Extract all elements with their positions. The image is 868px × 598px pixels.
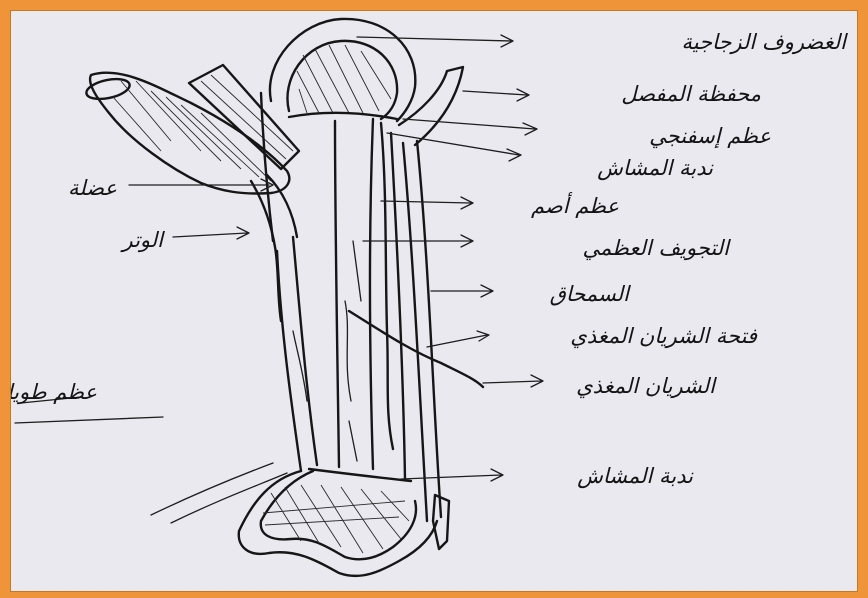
diagram-sheet: الغضروف الزجاجية محفظة المفصل عظم إسفنجي… bbox=[10, 10, 858, 592]
bone-condyle bbox=[239, 469, 449, 576]
label-spongy-bone: عظم إسفنجي bbox=[649, 124, 771, 149]
label-articular-cartilage: الغضروف الزجاجية bbox=[681, 30, 848, 55]
tendon bbox=[151, 175, 297, 523]
bone-diagram: الغضروف الزجاجية محفظة المفصل عظم إسفنجي… bbox=[11, 11, 857, 591]
label-muscle: عضلة bbox=[68, 176, 117, 200]
label-epiphyseal-plate-bottom: ندبة المشاش bbox=[577, 464, 694, 489]
epiphyseal-line-bottom bbox=[309, 469, 411, 481]
label-epiphyseal-plate-top: ندبة المشاش bbox=[597, 156, 714, 181]
bone-head bbox=[270, 19, 415, 121]
label-compact-bone: عظم أصم bbox=[531, 192, 619, 219]
label-periosteum: السمحاق bbox=[550, 282, 632, 306]
label-nutrient-artery: الشريان المغذي bbox=[576, 374, 717, 399]
label-tendon: الوتر bbox=[119, 228, 165, 253]
label-nutrient-foramen: فتحة الشريان المغذي bbox=[570, 324, 758, 349]
bone-shaft bbox=[277, 119, 441, 521]
label-long-bone: عظم طويل bbox=[11, 380, 97, 405]
label-joint-capsule: محفظة المفصل bbox=[621, 82, 761, 106]
label-medullary-cavity: التجويف العظمي bbox=[583, 236, 732, 261]
